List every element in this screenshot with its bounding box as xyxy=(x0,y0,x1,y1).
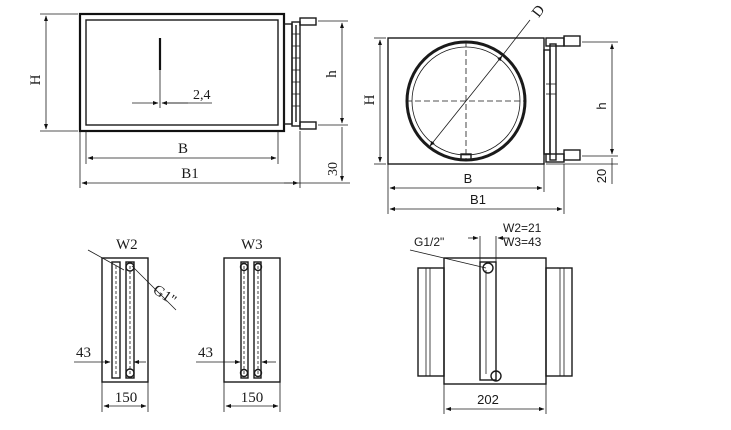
round-dim-20-label: 20 xyxy=(594,169,609,183)
w2-thread-label: G1" xyxy=(150,282,179,309)
w2-dim-43-label: 43 xyxy=(76,345,91,361)
front-dim-gap-label: 2,4 xyxy=(193,88,211,103)
round-dim-D: D xyxy=(429,2,549,147)
w3-body xyxy=(223,257,281,383)
round-dim-B1: B1 xyxy=(389,164,565,214)
round-dim-B-label: B xyxy=(464,171,473,186)
w3-label: W3 xyxy=(241,237,263,253)
front-dim-h: h xyxy=(318,20,348,126)
side-view-w2: W2 G1" 43 150 xyxy=(74,237,179,412)
front-dim-gap: 2,4 xyxy=(132,70,212,108)
w3-dim-150-label: 150 xyxy=(241,390,264,406)
w2-body xyxy=(101,257,149,383)
front-inner-frame xyxy=(85,19,279,126)
front-outer-frame xyxy=(78,12,286,133)
w2-label: W2 xyxy=(116,237,138,253)
round-dim-H-label: H xyxy=(362,94,378,105)
front-view: H h 2,4 B B1 xyxy=(28,12,350,188)
front-dim-h-label: h xyxy=(324,70,340,78)
w2-dim-150-label: 150 xyxy=(115,390,138,406)
round-side-dim-202-label: 202 xyxy=(477,392,499,407)
round-dim-D-label: D xyxy=(529,2,548,21)
round-side-w2-note: W2=21 xyxy=(503,221,542,235)
round-dim-B1-label: B1 xyxy=(470,192,486,207)
round-manifold xyxy=(543,35,581,163)
front-dim-B-label: B xyxy=(178,141,188,157)
front-dim-H-label: H xyxy=(28,74,44,85)
front-dim-H: H xyxy=(28,13,78,132)
front-dim-30-label: 30 xyxy=(326,162,341,176)
round-dim-h-label: h xyxy=(594,102,609,109)
round-side-w3-note: W3=43 xyxy=(503,235,542,249)
side-view-w3: W3 43 150 xyxy=(196,237,281,412)
w3-dim-43-label: 43 xyxy=(198,345,213,361)
round-side-body xyxy=(443,257,547,385)
round-view: D H h 20 xyxy=(362,2,618,214)
front-dim-B1: B1 xyxy=(79,131,301,188)
front-dim-30: 30 xyxy=(284,127,350,184)
round-dim-h: h xyxy=(582,41,618,157)
round-dim-20: 20 xyxy=(546,158,618,184)
side-view-round: G1/2" W2=21 W3=43 202 xyxy=(409,221,573,414)
round-dim-H: H xyxy=(362,37,386,165)
round-side-thread-label: G1/2" xyxy=(414,235,444,249)
front-manifold xyxy=(283,17,317,130)
round-dim-B: B xyxy=(387,164,545,214)
front-dim-B1-label: B1 xyxy=(181,166,199,182)
front-dim-B: B xyxy=(85,131,279,164)
